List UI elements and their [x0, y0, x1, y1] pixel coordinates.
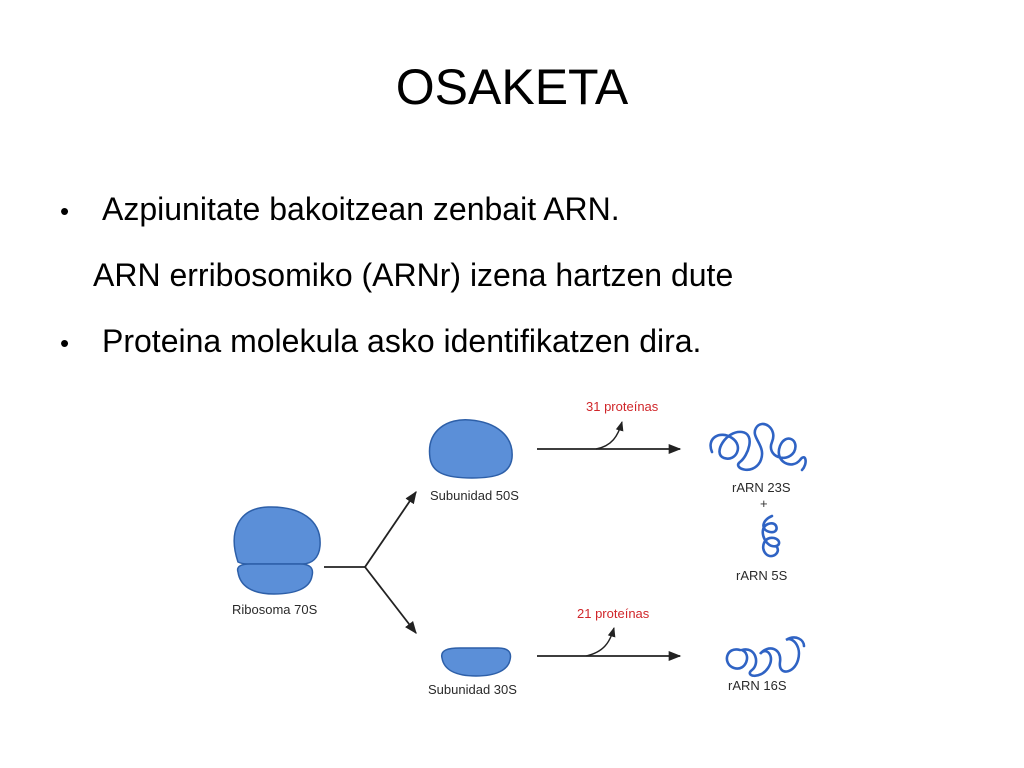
ribosome-label: Ribosoma 70S: [232, 602, 318, 617]
rna-23s-label: rARN 23S: [732, 480, 791, 495]
bullet-text-1: Azpiunitate bakoitzean zenbait ARN.: [102, 191, 620, 227]
bullet-item-1: • Azpiunitate bakoitzean zenbait ARN.: [60, 190, 733, 256]
bullet-dot-icon: •: [60, 328, 70, 358]
ribosome-large-part: [233, 506, 321, 565]
plus-sign: +: [760, 496, 768, 511]
bullet-dot-icon: •: [60, 196, 70, 226]
slide-title: OSAKETA: [395, 59, 629, 115]
rna-16s-label: rARN 16S: [728, 678, 787, 693]
rna-16s-shape: [725, 636, 806, 678]
subunit-50s-label: Subunidad 50S: [430, 488, 519, 503]
ribosome-70s: [233, 506, 321, 595]
bullet-text-2: Proteina molekula asko identifikatzen di…: [102, 323, 702, 359]
proteins-30s-label: 21 proteínas: [577, 606, 650, 621]
proteins-50s-label: 31 proteínas: [586, 399, 659, 414]
ribosome-small-part: [236, 563, 314, 595]
bullet-continuation-1: ARN erribosomiko (ARNr) izena hartzen du…: [93, 257, 734, 293]
rna-23s-shape: [709, 422, 807, 472]
rna-5s-label: rARN 5S: [736, 568, 788, 583]
protein-release-arrow-50s: [595, 421, 624, 450]
arrow-to-50s: [364, 490, 417, 568]
subunit-30s-label: Subunidad 30S: [428, 682, 517, 697]
subunit-30s: [440, 647, 512, 677]
bullet-item-2: • Proteina molekula asko identifikatzen …: [60, 322, 733, 388]
rna-5s-shape: [761, 514, 781, 558]
protein-release-arrow-30s: [585, 627, 616, 657]
subunit-50s: [428, 419, 513, 479]
bullet-list: • Azpiunitate bakoitzean zenbait ARN. AR…: [60, 190, 733, 388]
arrow-to-30s: [364, 566, 417, 634]
